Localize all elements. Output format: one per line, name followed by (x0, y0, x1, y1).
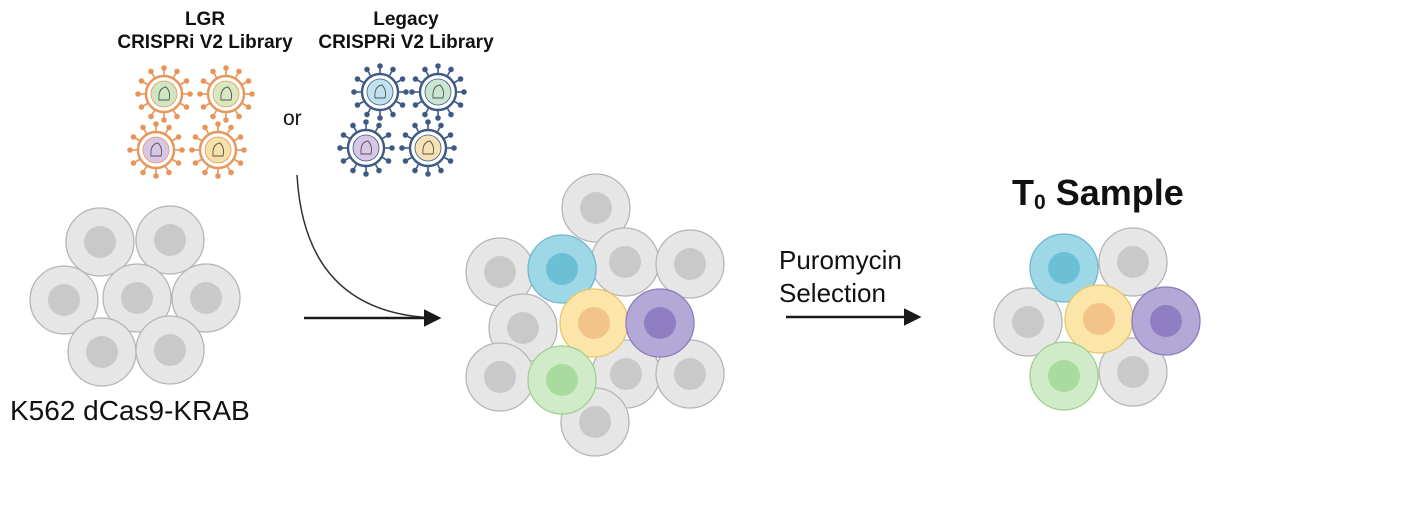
viral-capsid (212, 80, 240, 108)
cell-nucleus (1048, 252, 1080, 284)
selection-line1: Puromycin (779, 245, 902, 275)
t0-title-suffix: Sample (1045, 172, 1184, 213)
cell (527, 345, 597, 415)
cell (1131, 286, 1201, 356)
cell-nucleus (84, 226, 116, 258)
cell (655, 229, 725, 299)
viral-particle (351, 63, 409, 121)
legacy-library-title: Legacy CRISPRi V2 Library (296, 8, 516, 54)
viral-genome (360, 140, 373, 155)
viral-particle (135, 65, 193, 123)
viral-capsid (414, 134, 442, 162)
cell-nucleus (484, 361, 516, 393)
cell-nucleus (154, 224, 186, 256)
cell-clusters (29, 173, 1201, 457)
cell (1029, 341, 1099, 411)
cell (590, 227, 660, 297)
viral-particle (409, 63, 467, 121)
cell (993, 287, 1063, 357)
cell-nucleus (48, 284, 80, 316)
cell (135, 315, 205, 385)
viral-genome (212, 142, 225, 157)
viral-particle (197, 65, 255, 123)
cell (527, 234, 597, 304)
lgr-library-title: LGR CRISPRi V2 Library (90, 8, 320, 54)
viral-particle (337, 119, 395, 177)
viral-capsid (150, 80, 178, 108)
virus-particles (127, 63, 467, 179)
viral-particle (189, 121, 247, 179)
viral-capsid (142, 136, 170, 164)
viral-genome (150, 142, 163, 157)
or-label: or (283, 107, 302, 130)
cell (67, 317, 137, 387)
cell (135, 205, 205, 275)
viral-genome (374, 84, 387, 99)
cell-nucleus (507, 312, 539, 344)
cell-nucleus (1150, 305, 1182, 337)
cell-nucleus (1012, 306, 1044, 338)
cell-nucleus (546, 364, 578, 396)
cell (102, 263, 172, 333)
legacy-title-line2: CRISPRi V2 Library (318, 32, 494, 53)
t0-title-subscript: 0 (1034, 191, 1046, 214)
viral-genome (432, 84, 445, 99)
cell (1064, 284, 1134, 354)
cell (559, 288, 629, 358)
cell-line-label: K562 dCas9-KRAB (10, 395, 250, 426)
cell-nucleus (610, 358, 642, 390)
cell-nucleus (1117, 356, 1149, 388)
t0-title-prefix: T (1012, 172, 1034, 213)
legacy-title-line1: Legacy (373, 9, 439, 30)
viral-particle (127, 121, 185, 179)
cell-nucleus (1048, 360, 1080, 392)
cell (1098, 227, 1168, 297)
viral-capsid (424, 78, 452, 106)
cell-nucleus (121, 282, 153, 314)
puromycin-selection-label: Puromycin Selection (779, 244, 902, 310)
t0-sample-title: T0 Sample (1012, 172, 1184, 215)
viral-capsid (352, 134, 380, 162)
cell-nucleus (578, 307, 610, 339)
cell-nucleus (1083, 303, 1115, 335)
cell-nucleus (580, 192, 612, 224)
cell (171, 263, 241, 333)
viral-genome (220, 86, 233, 101)
viral-genome (158, 86, 171, 101)
cell-nucleus (644, 307, 676, 339)
cell-nucleus (609, 246, 641, 278)
cell-nucleus (1117, 246, 1149, 278)
viral-capsid (204, 136, 232, 164)
cell-nucleus (674, 358, 706, 390)
transduction-arrow (296, 174, 439, 319)
cell-nucleus (86, 336, 118, 368)
viral-genome (422, 140, 435, 155)
lgr-title-line1: LGR (184, 9, 226, 30)
cell (655, 339, 725, 409)
cell-nucleus (484, 256, 516, 288)
cell (465, 342, 535, 412)
cell (29, 265, 99, 335)
cell (625, 288, 695, 358)
cell (561, 173, 631, 243)
cell-nucleus (579, 406, 611, 438)
cell (1098, 337, 1168, 407)
viral-particle (399, 119, 457, 177)
cell-nucleus (674, 248, 706, 280)
lgr-title-line2: CRISPRi V2 Library (117, 32, 293, 53)
cell (65, 207, 135, 277)
cell-nucleus (546, 253, 578, 285)
viral-capsid (366, 78, 394, 106)
cell-nucleus (154, 334, 186, 366)
selection-line2: Selection (779, 278, 886, 308)
cell (465, 237, 535, 307)
cell-nucleus (190, 282, 222, 314)
cell (1029, 233, 1099, 303)
